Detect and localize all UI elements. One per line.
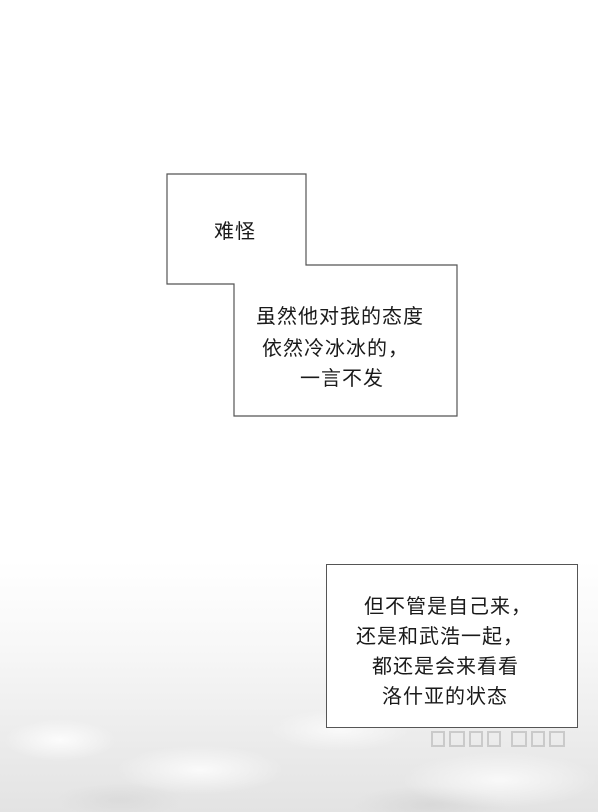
narration-box-2-line-4: 洛什亚的状态	[382, 684, 508, 708]
narration-box-1-top-text: 难怪	[214, 219, 256, 243]
narration-box-2-line-2: 还是和武浩一起，	[356, 624, 524, 648]
narration-box-2-line-3: 都还是会来看看	[372, 654, 519, 678]
narration-box-1-line-2: 依然冷冰冰的，	[262, 336, 409, 360]
narration-box-2	[326, 564, 578, 728]
narration-box-2-line-1: 但不管是自己来，	[364, 594, 532, 618]
narration-box-1-line-1: 虽然他对我的态度	[256, 304, 424, 328]
narration-box-1-line-3: 一言不发	[300, 366, 384, 390]
